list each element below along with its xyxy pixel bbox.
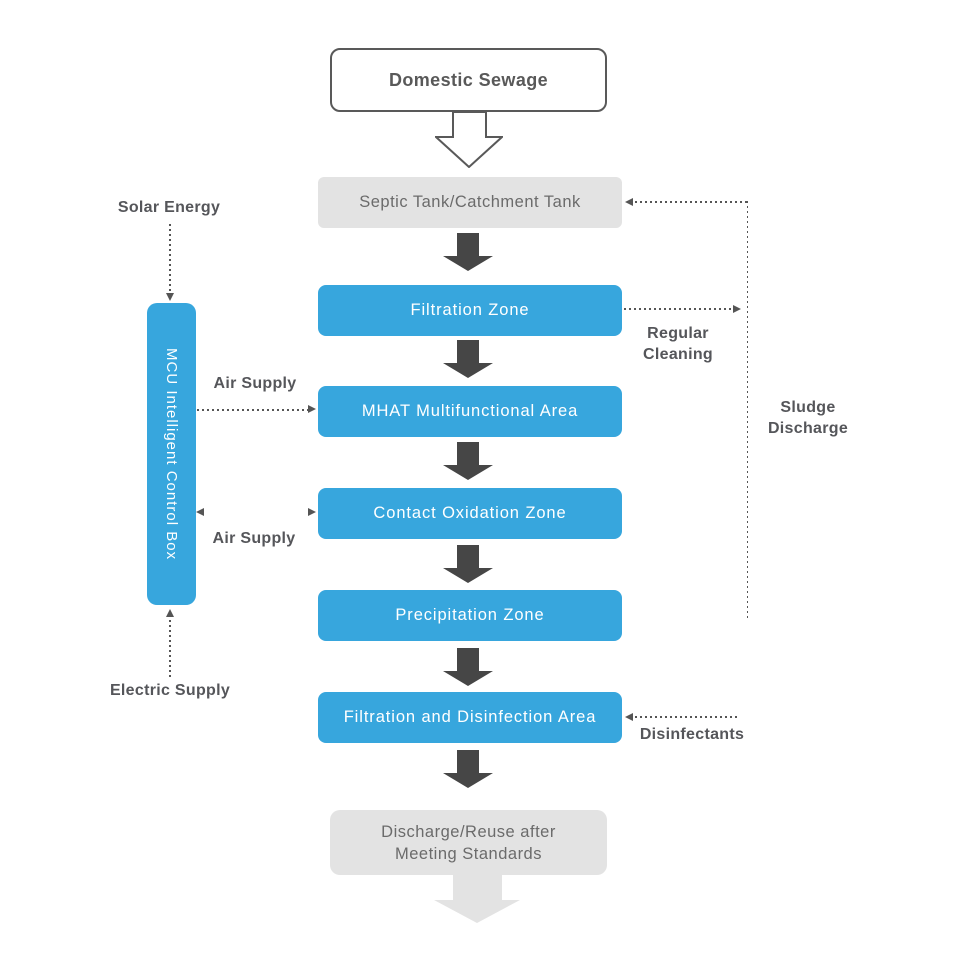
solar-energy-line	[169, 224, 171, 294]
flow-arrow-down-1	[443, 233, 493, 271]
label-solar-energy-text: Solar Energy	[117, 199, 221, 216]
flow-arrow-down-3	[443, 442, 493, 480]
label-regular-cleaning-line2: Cleaning	[643, 346, 713, 363]
label-regular-cleaning: Regular Cleaning	[628, 323, 728, 365]
label-disinfectants: Disinfectants	[628, 724, 756, 745]
node-filtration-zone: Filtration Zone	[318, 285, 622, 336]
air-supply-top-line	[197, 409, 308, 411]
node-domestic-sewage: Domestic Sewage	[330, 48, 607, 112]
electric-supply-arrowhead-icon	[165, 609, 174, 617]
label-electric-supply: Electric Supply	[100, 680, 240, 701]
sludge-discharge-vertical-line	[746, 201, 748, 618]
label-sludge-discharge: Sludge Discharge	[753, 397, 863, 439]
node-septic-tank: Septic Tank/Catchment Tank	[318, 177, 622, 228]
label-solar-energy: Solar Energy	[104, 197, 234, 218]
label-regular-cleaning-line1: Regular	[647, 325, 709, 342]
node-mhat-area: MHAT Multifunctional Area	[318, 386, 622, 437]
node-mcu-control-box-label: MCU Intelligent Control Box	[163, 347, 180, 561]
node-filtration-disinfection-area: Filtration and Disinfection Area	[318, 692, 622, 743]
node-contact-oxidation-zone-label: Contact Oxidation Zone	[373, 504, 567, 522]
label-sludge-discharge-line2: Discharge	[767, 420, 849, 437]
solar-energy-arrowhead-icon	[165, 293, 174, 301]
node-mcu-control-box: MCU Intelligent Control Box	[147, 303, 196, 605]
node-domestic-sewage-label: Domestic Sewage	[388, 69, 549, 90]
node-filtration-disinfection-area-label: Filtration and Disinfection Area	[343, 708, 597, 726]
node-mhat-area-label: MHAT Multifunctional Area	[361, 402, 579, 420]
node-septic-tank-label: Septic Tank/Catchment Tank	[359, 193, 581, 211]
sludge-return-arrowhead-icon	[625, 197, 633, 206]
air-supply-bottom-arrowhead-icon	[308, 508, 316, 516]
air-supply-top-arrowhead-icon	[308, 405, 316, 413]
label-air-supply-top: Air Supply	[205, 373, 305, 394]
flow-arrow-down-5	[443, 648, 493, 686]
disinfectants-arrowhead-icon	[625, 712, 633, 721]
light-down-arrow-icon	[434, 874, 520, 923]
node-filtration-zone-label: Filtration Zone	[410, 301, 530, 319]
label-air-supply-top-text: Air Supply	[213, 375, 297, 392]
label-air-supply-bottom-text: Air Supply	[212, 530, 296, 547]
node-precipitation-zone: Precipitation Zone	[318, 590, 622, 641]
flow-arrow-down-4	[443, 545, 493, 583]
electric-supply-line	[169, 615, 171, 679]
label-sludge-discharge-line1: Sludge	[780, 399, 836, 416]
node-contact-oxidation-zone: Contact Oxidation Zone	[318, 488, 622, 539]
flow-arrow-down-6	[443, 750, 493, 788]
label-disinfectants-text: Disinfectants	[639, 726, 745, 743]
node-discharge-reuse-line1: Discharge/Reuse after	[381, 822, 556, 841]
regular-cleaning-arrowhead-icon	[733, 304, 741, 313]
sludge-return-top-line	[630, 201, 747, 203]
flow-arrow-down-2	[443, 340, 493, 378]
hollow-down-arrow-icon	[435, 111, 503, 168]
node-precipitation-zone-label: Precipitation Zone	[395, 606, 545, 624]
regular-cleaning-line	[624, 308, 733, 310]
disinfectants-line	[630, 716, 737, 718]
label-electric-supply-text: Electric Supply	[109, 682, 231, 699]
node-discharge-reuse: Discharge/Reuse after Meeting Standards	[330, 810, 607, 875]
label-air-supply-bottom: Air Supply	[204, 528, 304, 549]
air-supply-bottom-left-arrowhead-icon	[196, 508, 204, 516]
node-discharge-reuse-line2: Meeting Standards	[394, 844, 542, 863]
